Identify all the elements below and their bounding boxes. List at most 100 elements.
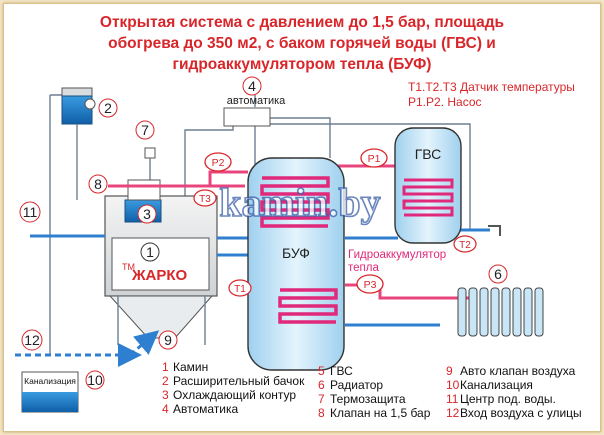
thermal-protection-valve xyxy=(144,147,156,159)
pump-key: Р1.Р2. Насос xyxy=(408,95,482,109)
expansion-tank-lid xyxy=(61,87,93,97)
accumulator-label-2: тепла xyxy=(348,262,379,274)
svg-text:Авто клапан воздуха: Авто клапан воздуха xyxy=(460,364,576,378)
stove-legs xyxy=(117,296,206,345)
radiator xyxy=(457,287,544,337)
svg-text:10: 10 xyxy=(446,378,460,392)
svg-text:P1: P1 xyxy=(368,153,381,165)
svg-text:Вход воздуха с улицы: Вход воздуха с улицы xyxy=(460,406,582,420)
sewer-tank-water xyxy=(22,392,78,412)
cooling-contour-housing xyxy=(127,179,161,201)
automation-box xyxy=(223,107,271,127)
hot-top-pipe xyxy=(208,170,248,186)
callout-6: 6 xyxy=(488,264,508,284)
svg-text:8: 8 xyxy=(94,176,102,192)
svg-text:2: 2 xyxy=(104,100,112,116)
svg-text:1: 1 xyxy=(162,360,169,374)
callout-10: 10 xyxy=(85,370,105,390)
svg-text:Канализация: Канализация xyxy=(460,378,533,392)
buf-upper-coil xyxy=(260,176,330,228)
title-line-2: обогрева до 350 м2, с баком горячей воды… xyxy=(108,35,496,52)
sensor-t2: T2 xyxy=(453,235,477,253)
svg-text:Автоматика: Автоматика xyxy=(173,402,239,416)
svg-text:3: 3 xyxy=(162,388,169,402)
callout-8: 8 xyxy=(88,174,108,194)
svg-text:P3: P3 xyxy=(364,279,377,291)
callout-7: 7 xyxy=(135,120,155,140)
svg-text:9: 9 xyxy=(164,332,172,348)
svg-text:4: 4 xyxy=(248,78,256,94)
svg-text:Охлаждающий контур: Охлаждающий контур xyxy=(173,388,296,402)
legend-item: 2 Расширительный бачок xyxy=(162,374,305,388)
svg-text:3: 3 xyxy=(143,206,151,222)
svg-text:6: 6 xyxy=(318,378,325,392)
brand-logo: ЖАРКО xyxy=(131,267,188,284)
sensor-t3: T3 xyxy=(193,189,217,207)
gvs-coil xyxy=(402,178,454,217)
brand-tm: ТМ xyxy=(122,262,135,272)
svg-text:Радиатор: Радиатор xyxy=(330,378,383,392)
legend-item: 9 Авто клапан воздуха xyxy=(446,364,576,378)
svg-text:Расширительный бачок: Расширительный бачок xyxy=(173,374,305,388)
expansion-tank-gauge xyxy=(84,98,96,110)
svg-text:T1: T1 xyxy=(234,284,246,295)
svg-text:Термозащита: Термозащита xyxy=(330,392,406,406)
stove-door xyxy=(111,237,210,291)
svg-text:7: 7 xyxy=(141,122,149,138)
legend-item: 7 Термозащита xyxy=(318,392,406,406)
legend: 1 Камин 2 Расширительный бачок 3 Охлаждающи… xyxy=(162,360,582,420)
svg-text:1: 1 xyxy=(146,244,154,260)
callout-2: 2 xyxy=(98,98,118,118)
svg-text:12: 12 xyxy=(24,332,40,348)
automation-label: автоматика xyxy=(227,95,286,107)
svg-text:11: 11 xyxy=(446,392,459,406)
buf-label: БУФ xyxy=(282,245,310,261)
svg-text:T3: T3 xyxy=(199,194,211,205)
overflow-line xyxy=(49,94,65,355)
svg-text:Камин: Камин xyxy=(173,360,208,374)
callout-9: 9 xyxy=(158,330,178,350)
pump-p1: P1 xyxy=(360,148,388,168)
hot-water-tap xyxy=(488,225,501,236)
callout-1: 1 xyxy=(140,242,160,262)
callout-12: 12 xyxy=(21,329,43,351)
svg-text:6: 6 xyxy=(494,266,502,282)
legend-item: 5 ГВС xyxy=(318,364,353,378)
gvs-label: ГВС xyxy=(415,146,442,162)
air-intake-up xyxy=(129,330,160,357)
sensor-key: Т1.Т2.Т3 Датчик температуры xyxy=(408,80,575,94)
callout-11: 11 xyxy=(19,201,41,223)
callout-4: 4 xyxy=(242,76,262,96)
svg-text:8: 8 xyxy=(318,406,325,420)
legend-item: 4 Автоматика xyxy=(162,402,239,416)
svg-text:ГВС: ГВС xyxy=(330,364,353,378)
svg-text:2: 2 xyxy=(162,374,169,388)
svg-text:12: 12 xyxy=(446,406,460,420)
accumulator-label-1: Гидроаккумулятор xyxy=(348,249,446,261)
callout-3: 3 xyxy=(137,204,157,224)
legend-item: 8 Клапан на 1,5 бар xyxy=(318,406,431,420)
legend-item: 1 Камин xyxy=(162,360,208,374)
svg-text:9: 9 xyxy=(446,364,453,378)
title-line-1: Открытая система с давлением до 1,5 бар,… xyxy=(100,14,504,31)
svg-text:4: 4 xyxy=(162,402,169,416)
title-line-3: гидроаккумулятором тепла (БУФ) xyxy=(173,56,432,73)
svg-text:5: 5 xyxy=(318,364,325,378)
pump-p3: P3 xyxy=(356,274,384,294)
sewer-label: Канализация xyxy=(24,376,76,386)
svg-text:10: 10 xyxy=(87,372,103,388)
watermark: kamin.by xyxy=(219,180,380,225)
legend-item: 6 Радиатор xyxy=(318,378,383,392)
sensor-t1: T1 xyxy=(228,279,252,297)
legend-item: 3 Охлаждающий контур xyxy=(162,388,296,402)
svg-text:Клапан на 1,5 бар: Клапан на 1,5 бар xyxy=(330,406,431,420)
svg-text:T2: T2 xyxy=(459,240,471,251)
svg-text:Центр под. воды.: Центр под. воды. xyxy=(460,392,556,406)
svg-text:7: 7 xyxy=(318,392,325,406)
svg-text:P2: P2 xyxy=(212,157,225,169)
pump-p2: P2 xyxy=(204,152,232,172)
